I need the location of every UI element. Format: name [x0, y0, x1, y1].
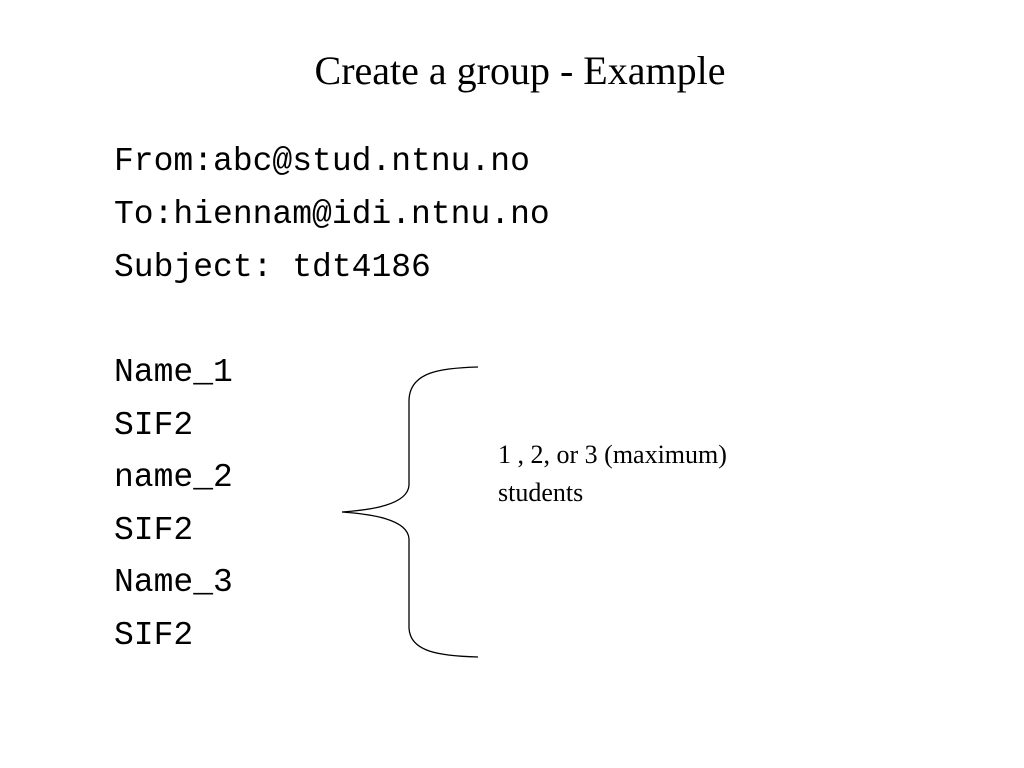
member-name-1: Name_1 — [114, 354, 233, 391]
email-from-line: From:abc@stud.ntnu.no — [114, 143, 530, 180]
email-to-line: To:hiennam@idi.ntnu.no — [114, 196, 550, 233]
member-name-2: name_2 — [114, 459, 233, 496]
member-id-1: SIF2 — [114, 407, 194, 444]
slide-title: Create a group - Example — [314, 48, 726, 93]
group-size-note-line-2: students — [498, 478, 584, 507]
member-name-3: Name_3 — [114, 564, 233, 601]
email-subject-line: Subject: tdt4186 — [114, 249, 431, 286]
group-size-note-line-1: 1 , 2, or 3 (maximum) — [498, 440, 727, 469]
group-size-note: 1 , 2, or 3 (maximum) students — [498, 436, 828, 512]
curly-brace-path — [341, 366, 479, 658]
member-id-3: SIF2 — [114, 617, 194, 654]
member-id-2: SIF2 — [114, 512, 194, 549]
